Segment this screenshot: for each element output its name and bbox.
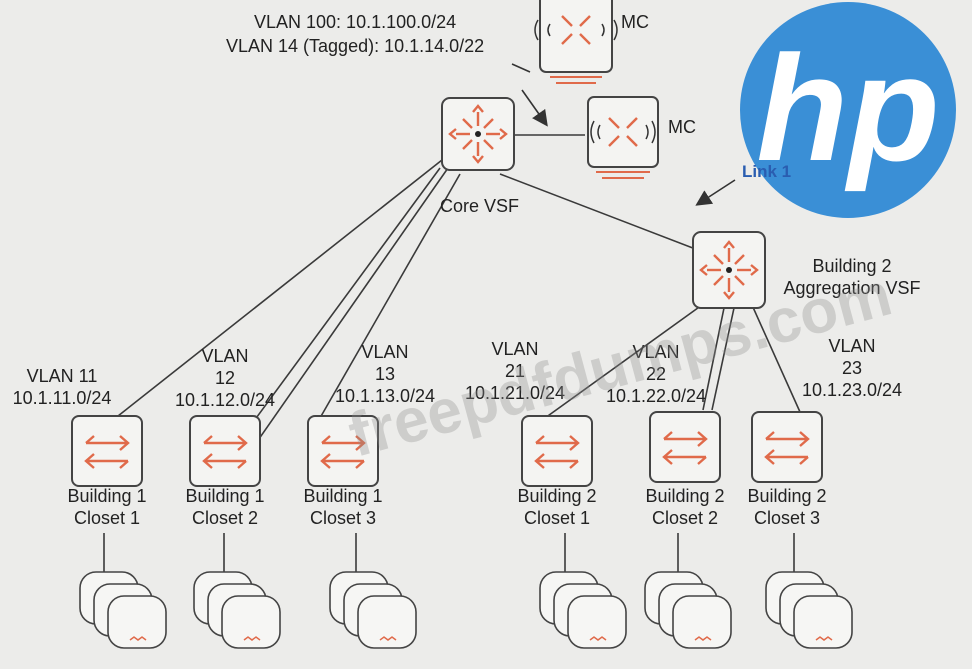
closet-vlan-label: 12 (215, 368, 235, 388)
link1-label: Link 1 (742, 162, 791, 181)
closet-name-label: Building 2 (645, 486, 724, 506)
hp-logo-text: hp (756, 24, 939, 192)
core-links (117, 134, 699, 447)
mc-top-label: MC (621, 12, 649, 32)
agg-to-b2-closet1-link (544, 304, 703, 419)
access-point-stack (765, 571, 853, 649)
access-point-stack (79, 571, 167, 649)
vlan-pointer-arrow-a (511, 63, 531, 73)
closet-name-label: Building 2 (747, 486, 826, 506)
closet-vlan-label: VLAN (828, 336, 875, 356)
core-vsf-label: Core VSF (440, 196, 519, 216)
aggregation-label-line1: Building 2 (812, 256, 891, 276)
core-vsf-router (441, 97, 515, 171)
closet-vlan-label: 10.1.21.0/24 (465, 383, 565, 403)
aggregation-label-line2: Aggregation VSF (783, 278, 920, 298)
closet-name-label: Closet 2 (652, 508, 718, 528)
closet-vlan-label: 10.1.12.0/24 (175, 390, 275, 410)
closet-switch (71, 415, 143, 487)
aggregation-links (544, 304, 801, 419)
vlan-100-label: VLAN 100: 10.1.100.0/24 (254, 12, 456, 32)
closet-name-label: Closet 2 (192, 508, 258, 528)
mc-controller-top (534, 0, 618, 84)
closet-vlan-label: 10.1.11.0/24 (13, 388, 112, 408)
closet-switch (189, 415, 261, 487)
core-to-b1-closet1-link (117, 159, 443, 417)
closet-name-label: Building 1 (303, 486, 382, 506)
agg-to-b2-closet3-link (751, 304, 801, 413)
access-point-icon (107, 595, 167, 649)
hp-logo: hp (740, 2, 956, 218)
core-to-b1-closet3-link (319, 173, 461, 419)
access-point-stack (193, 571, 281, 649)
closet-vlan-label: 21 (505, 361, 525, 381)
aggregation-vsf-router (692, 231, 766, 309)
closet-name-label: Building 2 (517, 486, 596, 506)
closet-switch (751, 411, 823, 483)
agg-to-b2-closet2-link-b (711, 307, 735, 411)
mc-controller-mid (587, 96, 659, 179)
vlan-14-label: VLAN 14 (Tagged): 10.1.14.0/22 (226, 36, 484, 56)
closet-name-label: Closet 3 (754, 508, 820, 528)
access-point-stack (644, 571, 732, 649)
closet-vlan-label: VLAN (632, 342, 679, 362)
closet-vlan-label: VLAN (201, 346, 248, 366)
closet-switch (521, 415, 593, 487)
access-point-stack (329, 571, 417, 649)
closet-name-label: Closet 1 (74, 508, 140, 528)
closet-vlan-label: 10.1.23.0/24 (802, 380, 902, 400)
core-to-b1-closet2-link-a (253, 167, 449, 447)
closet-vlan-label: 10.1.22.0/24 (606, 386, 706, 406)
closet-vlan-label: 10.1.13.0/24 (335, 386, 435, 406)
closet-vlan-label: 22 (646, 364, 666, 384)
mc-mid-label: MC (668, 117, 696, 137)
closet-vlan-label: VLAN (491, 339, 538, 359)
access-point-stack (539, 571, 627, 649)
core-to-b1-closet2-link-b (239, 167, 441, 441)
closet-switch (307, 415, 379, 487)
hp-logo-circle (740, 2, 956, 218)
closet-name-label: Closet 1 (524, 508, 590, 528)
closet-name-label: Building 1 (67, 486, 146, 506)
access-point-icon (357, 595, 417, 649)
vlan-pointer-arrow (521, 89, 548, 127)
closet-vlan-label: VLAN (361, 342, 408, 362)
access-point-icon (221, 595, 281, 649)
agg-to-b2-closet2-link-a (702, 307, 725, 411)
closet-name-label: Building 1 (185, 486, 264, 506)
closet-name-label: Closet 3 (310, 508, 376, 528)
closet-switch (649, 411, 721, 483)
closet-vlan-label: 23 (842, 358, 862, 378)
closet-vlan-label: 13 (375, 364, 395, 384)
access-point-icon (793, 595, 853, 649)
core-to-aggregation-link (499, 173, 699, 251)
link1-pointer-arrow (695, 179, 736, 206)
closet-vlan-label: VLAN 11 (27, 366, 98, 386)
access-point-icon (567, 595, 627, 649)
access-point-icon (672, 595, 732, 649)
